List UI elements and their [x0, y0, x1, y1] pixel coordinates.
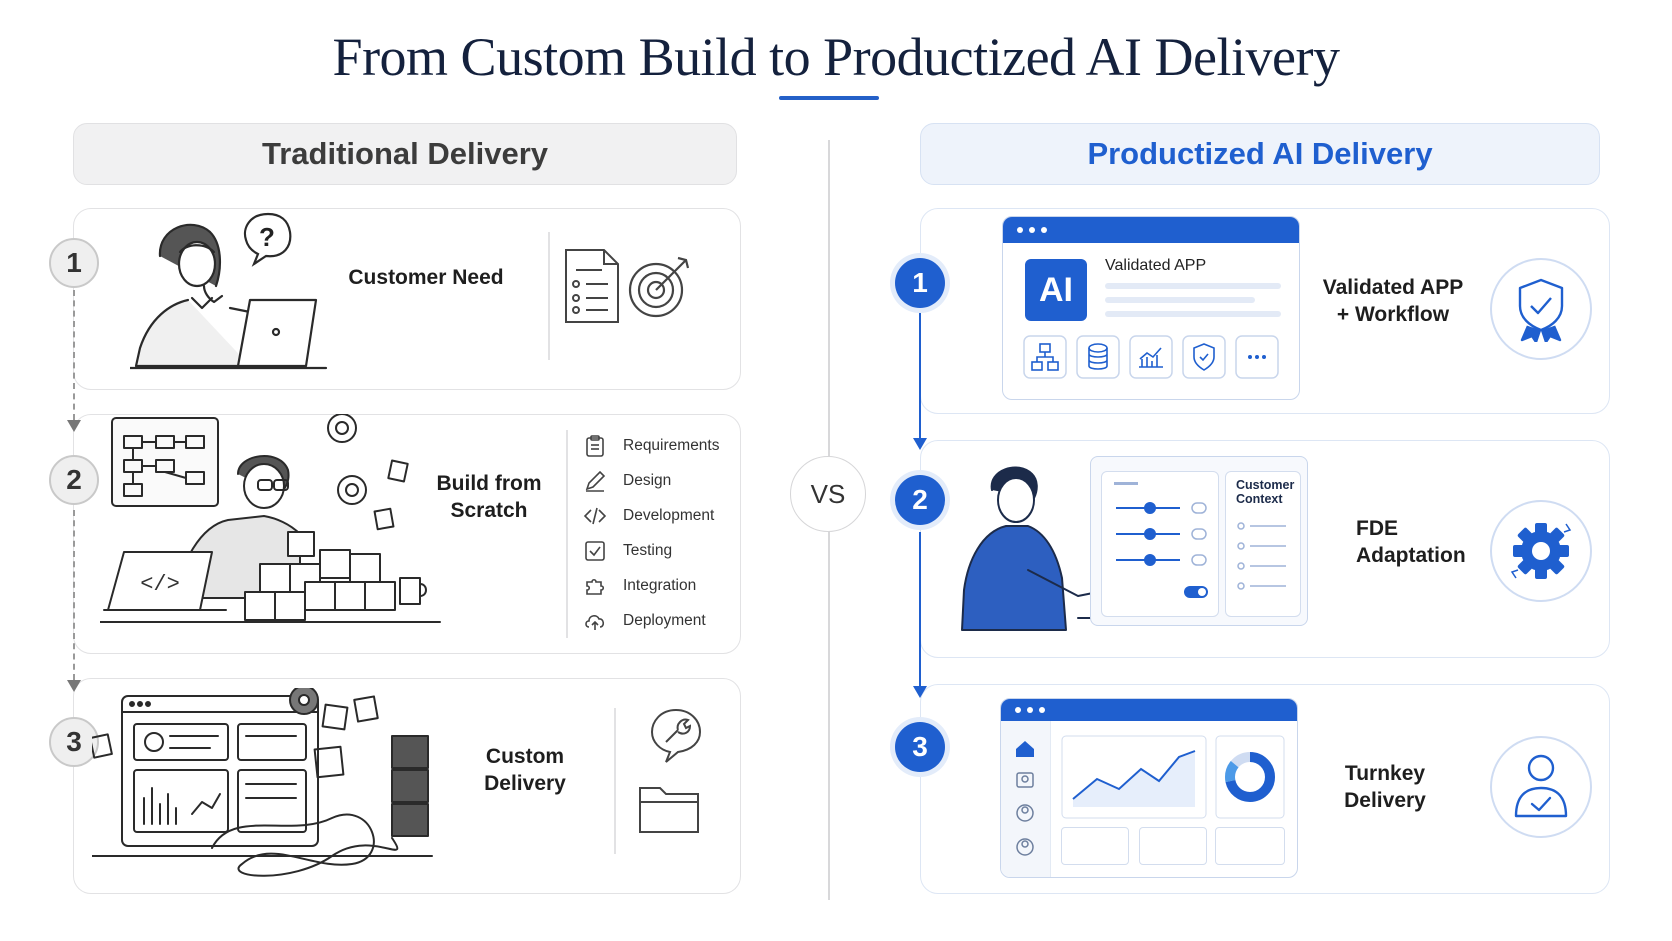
productized-connector [919, 532, 921, 686]
slider-controls [1116, 502, 1208, 598]
stat-card [1061, 827, 1129, 865]
svg-text:</>: </> [140, 572, 180, 597]
traditional-step-1-label: Customer Need [348, 266, 504, 289]
pencil-icon [585, 470, 606, 492]
context-list [1237, 522, 1286, 590]
dashboard-sidebar [1001, 721, 1051, 877]
phase-item: Design [583, 463, 720, 498]
page-title: From Custom Build to Productized AI Deli… [332, 27, 1340, 87]
database-icon [1076, 335, 1120, 379]
dashboard-window [1000, 698, 1298, 878]
chart-icon [1129, 335, 1173, 379]
productized-step-1-number: 1 [895, 258, 945, 308]
wrench-chat-icon [650, 708, 702, 763]
settings-panel: Customer Context [1090, 456, 1308, 626]
stat-card [1215, 827, 1285, 865]
arrow-icon [913, 438, 927, 450]
shield-icon [1182, 335, 1226, 379]
traditional-connector [73, 510, 75, 680]
development-phases-list: Requirements Design Development Testing … [583, 428, 720, 638]
customer-context-title: Customer Context [1236, 478, 1295, 506]
target-icon [628, 256, 690, 318]
window-titlebar [1001, 699, 1297, 721]
traditional-step-3-number: 3 [49, 717, 99, 767]
slider-group [1101, 471, 1219, 617]
productized-header: Productized AI Delivery [920, 123, 1600, 185]
vs-badge: VS [790, 456, 866, 532]
ai-logo: AI [1025, 259, 1087, 321]
app-title: Validated APP [1105, 257, 1207, 274]
hierarchy-icon [1023, 335, 1067, 379]
custom-system-illustration [92, 688, 433, 877]
phase-item: Requirements [583, 428, 720, 463]
certified-badge-icon [1518, 278, 1564, 342]
separator [566, 430, 568, 638]
user-check-icon [1514, 754, 1568, 818]
code-icon [583, 507, 607, 524]
productized-step-2-number: 2 [895, 475, 945, 525]
separator [548, 232, 550, 360]
validated-app-window: AI Validated APP [1002, 216, 1300, 400]
traditional-step-3-label: Custom Delivery [484, 745, 566, 795]
checkbox-icon [585, 540, 605, 561]
productized-step-3-label: Turnkey Delivery [1344, 762, 1426, 812]
donut-chart-widget [1215, 735, 1285, 819]
svg-text:?: ? [259, 222, 275, 252]
developer-building-illustration: </> [100, 414, 441, 623]
arrow-icon [67, 420, 81, 432]
gear-icon [1510, 523, 1572, 579]
productized-step-1-label: Validated APP + Workflow [1322, 276, 1464, 326]
phase-item: Development [583, 498, 720, 533]
phase-item: Deployment [583, 603, 720, 638]
traditional-step-2-label: Build from Scratch [436, 472, 542, 522]
traditional-step-2-number: 2 [49, 455, 99, 505]
phase-item: Integration [583, 568, 720, 603]
phase-item: Testing [583, 533, 720, 568]
clipboard-icon [586, 434, 604, 457]
separator [614, 708, 616, 854]
productized-step-2-label: FDE Adaptation [1356, 517, 1466, 567]
arrow-icon [67, 680, 81, 692]
checklist-icon [565, 249, 619, 323]
productized-step-3-number: 3 [895, 722, 945, 772]
folder-icon [639, 787, 699, 833]
traditional-step-1-number: 1 [49, 238, 99, 288]
cloud-upload-icon [585, 614, 605, 630]
window-titlebar [1003, 217, 1299, 243]
line-chart-widget [1061, 735, 1207, 819]
stat-card [1139, 827, 1207, 865]
title-underline [779, 96, 879, 100]
placeholder-bar [1105, 283, 1281, 289]
placeholder-bar [1105, 311, 1281, 317]
productized-connector [919, 310, 921, 438]
traditional-header: Traditional Delivery [73, 123, 737, 185]
arrow-icon [913, 686, 927, 698]
puzzle-icon [586, 578, 605, 595]
thinking-person-illustration: ? [130, 212, 328, 370]
placeholder-bar [1105, 297, 1255, 303]
customer-context-panel: Customer Context [1225, 471, 1301, 617]
more-icon [1235, 335, 1279, 379]
traditional-connector [73, 290, 75, 420]
